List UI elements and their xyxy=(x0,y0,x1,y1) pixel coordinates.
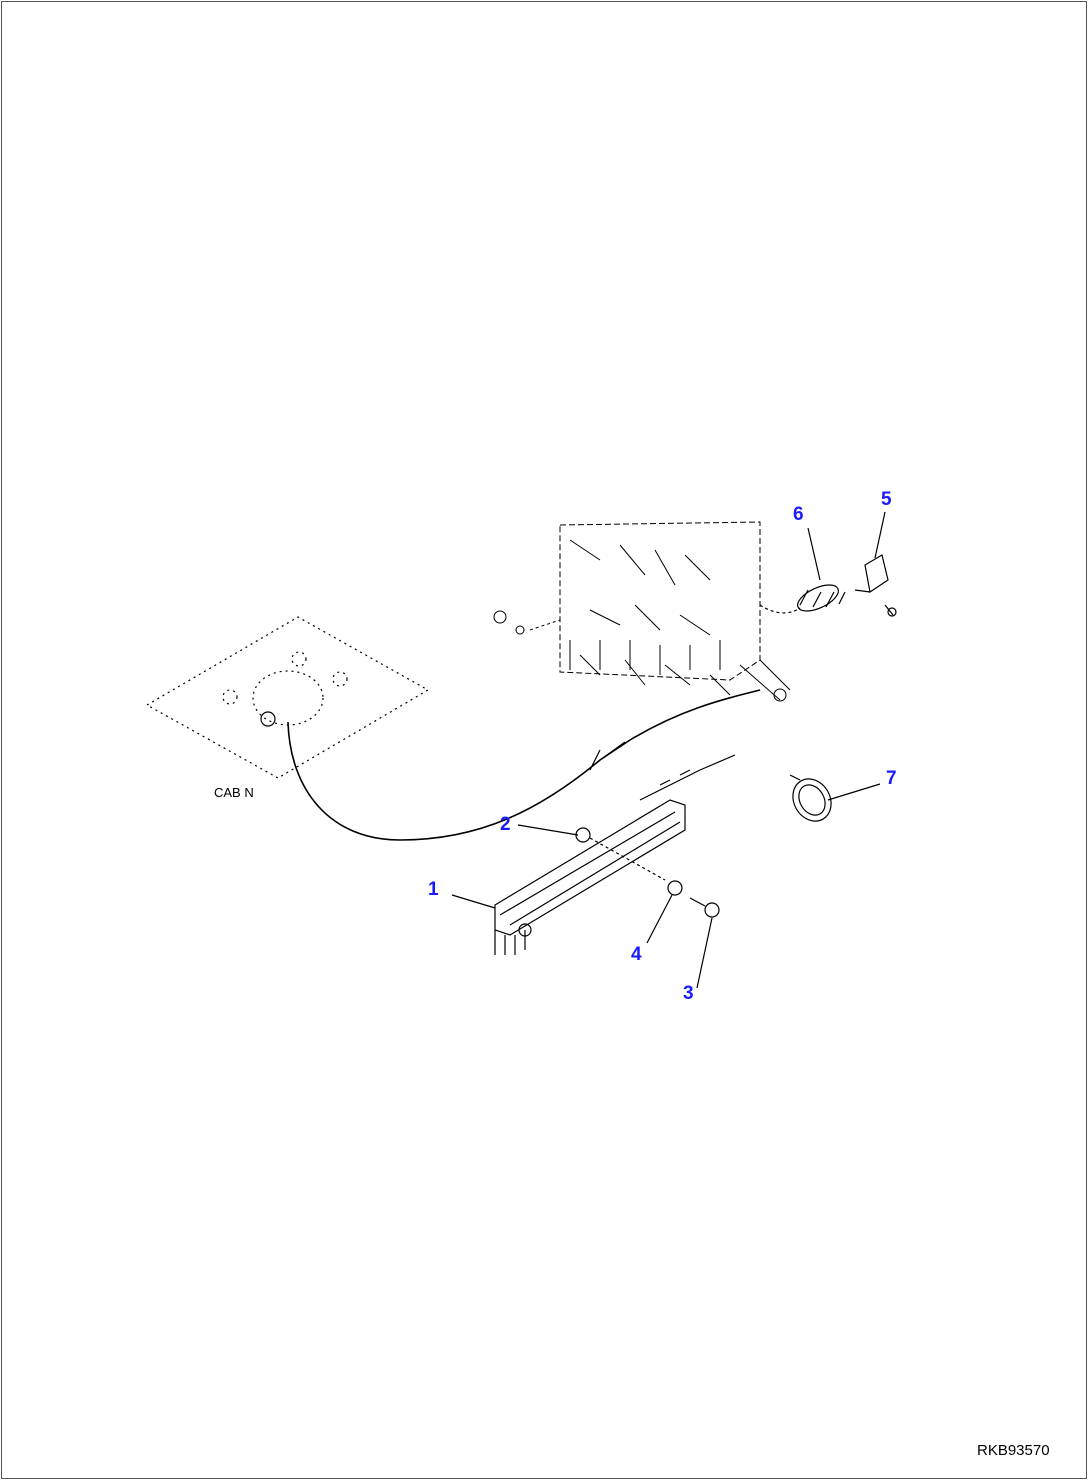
cable-end xyxy=(589,741,626,771)
cab-label: CAB N xyxy=(214,785,254,800)
clamp xyxy=(789,774,832,822)
callout-4: 4 xyxy=(631,944,642,965)
callout-2: 2 xyxy=(500,814,511,835)
callout-1: 1 xyxy=(428,879,439,900)
spring xyxy=(759,584,846,614)
callout-3: 3 xyxy=(683,983,694,1004)
callout-6: 6 xyxy=(793,504,804,525)
washer xyxy=(667,880,683,896)
leader-lines xyxy=(451,511,886,989)
cab-floor-plate xyxy=(145,616,430,779)
drawing-code: RKB93570 xyxy=(977,1442,1050,1459)
callout-7: 7 xyxy=(886,768,897,789)
callout-5: 5 xyxy=(881,489,892,510)
spring-bracket xyxy=(854,554,897,617)
cable-bracket xyxy=(494,754,736,955)
nut xyxy=(575,827,591,843)
bolt xyxy=(689,897,720,918)
control-valve xyxy=(493,521,791,702)
cable xyxy=(287,689,761,841)
